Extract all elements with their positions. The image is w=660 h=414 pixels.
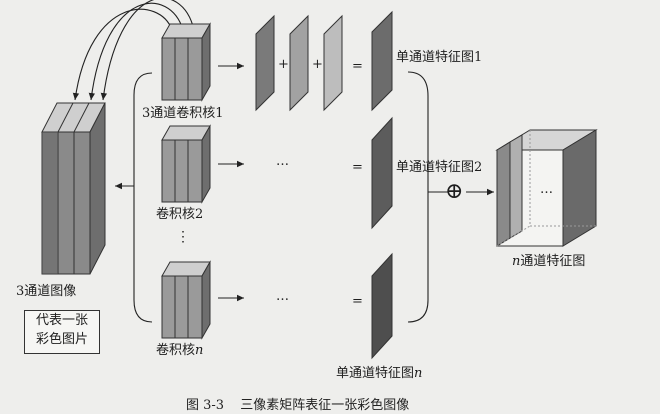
feature-map-1 xyxy=(371,10,393,112)
feature-bracket xyxy=(407,71,429,323)
represents-color-image-box: 代表一张 彩色图片 xyxy=(24,310,100,354)
equals-sign-2: = xyxy=(352,160,363,175)
kernel-n-label: 卷积核n xyxy=(156,343,203,359)
channel-arrows xyxy=(72,0,195,101)
n-channel-prefix: n xyxy=(512,254,521,269)
figure-caption: 图 3-3 三像素矩阵表征一张彩色图像 xyxy=(186,394,421,413)
output-ellipsis: … xyxy=(540,182,553,197)
feature-n-text: 单通道特征图 xyxy=(336,366,415,381)
equals-sign-1: = xyxy=(352,59,363,74)
sum-operator-icon: ⊕ xyxy=(445,179,464,204)
caption-number: 图 3-3 xyxy=(186,398,225,413)
n-channel-text: 通道特征图 xyxy=(520,254,586,269)
ellipsis-2: … xyxy=(276,154,289,169)
kernel-bracket xyxy=(133,72,153,323)
feature-n-suffix: n xyxy=(414,366,423,381)
n-channel-label: n通道特征图 xyxy=(512,254,585,270)
feature-map-2 xyxy=(371,116,393,230)
ellipsis-n: … xyxy=(276,289,289,304)
kernel-2-label: 卷积核2 xyxy=(156,207,204,222)
kernel-n-suffix: n xyxy=(195,343,204,358)
feature-map-n-label: 单通道特征图n xyxy=(336,366,422,382)
plus-sign-1: + xyxy=(278,57,289,72)
kernel-1-label: 3通道卷积核1 xyxy=(142,106,224,121)
feature-map-2-label: 单通道特征图2 xyxy=(396,160,483,175)
feature-map-1-label: 单通道特征图1 xyxy=(396,50,483,65)
kernel-1 xyxy=(161,22,211,102)
output-stack xyxy=(495,129,598,247)
per-channel-slices xyxy=(255,14,343,112)
represents-line-1: 代表一张 xyxy=(35,313,88,328)
kernel-vdots: ⋮ xyxy=(176,229,190,245)
input-image-label: 3通道图像 xyxy=(16,284,77,299)
feature-map-n xyxy=(371,252,393,360)
plus-sign-2: + xyxy=(312,57,323,72)
equals-sign-n: = xyxy=(352,294,363,309)
kernel-n-text: 卷积核 xyxy=(156,343,196,358)
caption-text: 三像素矩阵表征一张彩色图像 xyxy=(240,398,410,413)
input-image-stack xyxy=(41,102,106,275)
kernel-2 xyxy=(161,124,211,204)
represents-line-2: 彩色图片 xyxy=(35,332,88,347)
kernel-n xyxy=(161,260,211,340)
